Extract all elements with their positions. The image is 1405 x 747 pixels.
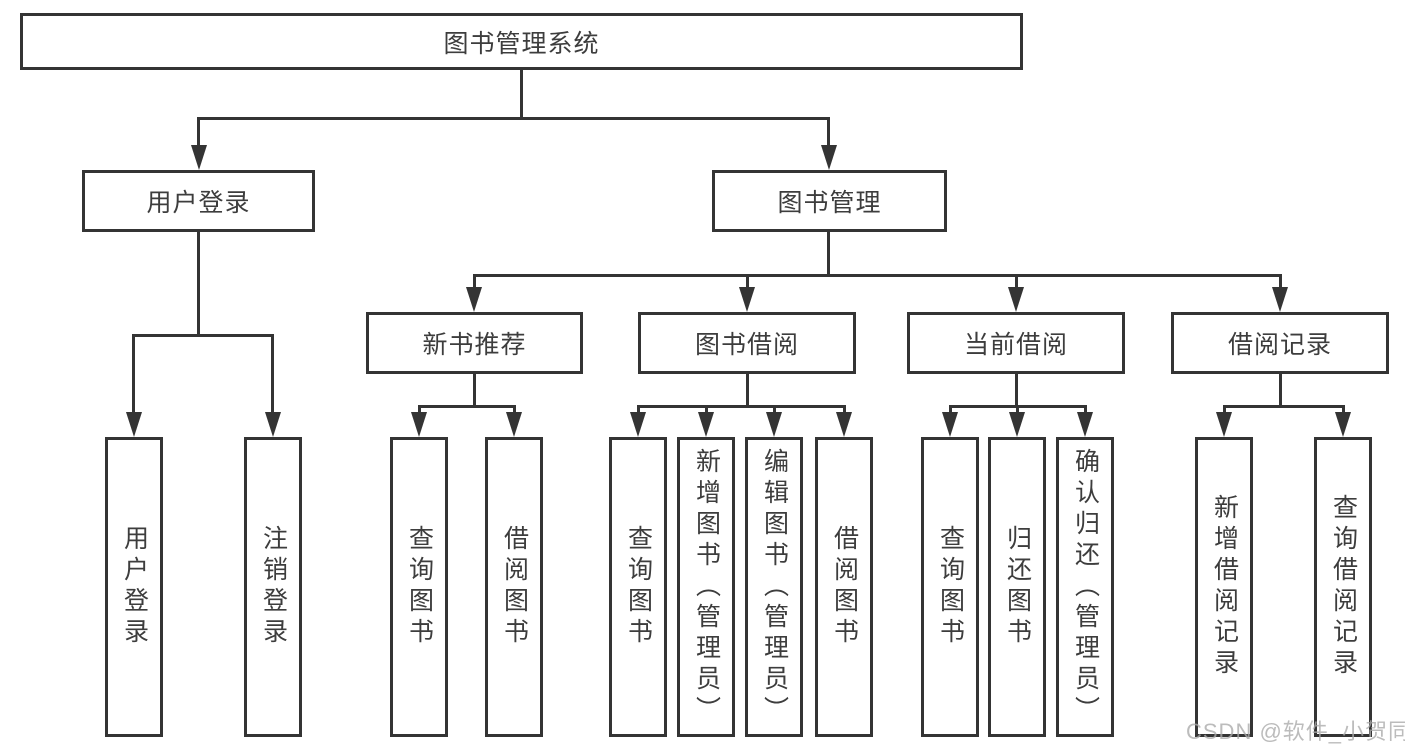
leaf-logout-label: 注销登录 [259, 525, 288, 649]
connector-g3-c1-stem [637, 405, 640, 413]
connector-g2-hbar [418, 405, 516, 408]
leaf-add-borrow-record-label: 新增借阅记录 [1210, 494, 1239, 680]
arrowhead-g4-c3 [1077, 412, 1093, 437]
arrowhead-g4-c2 [1009, 412, 1025, 437]
connector-g5-c1-stem [1223, 405, 1226, 413]
leaf-query-borrow-record-label: 查询借阅记录 [1329, 494, 1358, 680]
leaf-borrow-books-borrow: 借阅图书 [815, 437, 873, 737]
connector-root-hbar [197, 117, 830, 120]
node-new-book-recommend-label: 新书推荐 [422, 331, 527, 359]
connector-leaf-userlogin-stem [132, 334, 135, 413]
connector-g2-down [473, 374, 476, 406]
connector-g4-c2-stem [1016, 405, 1019, 413]
node-user-login-label: 用户登录 [146, 189, 251, 217]
leaf-add-book-admin: 新增图书（管理员） [677, 437, 735, 737]
node-user-login: 用户登录 [82, 170, 315, 232]
leaf-query-books-current-label: 查询图书 [936, 525, 965, 649]
node-book-management-label: 图书管理 [777, 189, 882, 217]
arrowhead-newbook [466, 287, 482, 312]
leaf-user-login: 用户登录 [105, 437, 163, 737]
node-book-management: 图书管理 [712, 170, 947, 232]
node-new-book-recommend: 新书推荐 [366, 312, 583, 374]
connector-g3-c4-stem [843, 405, 846, 413]
leaf-return-book-label: 归还图书 [1003, 525, 1032, 649]
arrowhead-g3-c3 [766, 412, 782, 437]
arrowhead-g2-c2 [506, 412, 522, 437]
connector-g3-hbar [637, 405, 846, 408]
leaf-query-books-borrow-label: 查询图书 [624, 525, 653, 649]
leaf-borrow-books-recommend-label: 借阅图书 [500, 525, 529, 649]
connector-g5-c2-stem [1342, 405, 1345, 413]
leaf-borrow-books-borrow-label: 借阅图书 [830, 525, 859, 649]
connector-leaf-logout-stem [271, 334, 274, 413]
connector-userlogin-down [197, 232, 200, 335]
connector-g4-down [1015, 374, 1018, 406]
arrowhead-bookborrow [739, 287, 755, 312]
csdn-watermark: CSDN @软件_小贺同学 [1186, 719, 1405, 744]
connector-g2-c2-stem [513, 405, 516, 413]
connector-bookmgmt-down [827, 232, 830, 275]
connector-currentborrow-stem [1015, 274, 1018, 288]
connector-userlogin-hbar [132, 334, 274, 337]
connector-root-stem [520, 70, 523, 118]
connector-g3-c3-stem [773, 405, 776, 413]
arrowhead-borrowrecords [1272, 287, 1288, 312]
node-book-borrow: 图书借阅 [638, 312, 856, 374]
leaf-user-login-label: 用户登录 [120, 525, 149, 649]
node-current-borrow-label: 当前借阅 [963, 331, 1068, 359]
connector-bookmgmt-stem [827, 117, 830, 147]
connector-borrowrecords-stem [1279, 274, 1282, 288]
leaf-confirm-return-admin-label: 确认归还（管理员） [1071, 447, 1100, 727]
connector-newbook-stem [473, 274, 476, 288]
leaf-borrow-books-recommend: 借阅图书 [485, 437, 543, 737]
node-borrow-records: 借阅记录 [1171, 312, 1389, 374]
connector-g3-down [746, 374, 749, 406]
node-borrow-records-label: 借阅记录 [1227, 331, 1332, 359]
connector-level3-hbar [473, 274, 1282, 277]
connector-g5-down [1279, 374, 1282, 406]
arrowhead-g2-c1 [411, 412, 427, 437]
leaf-logout: 注销登录 [244, 437, 302, 737]
connector-g5-hbar [1223, 405, 1345, 408]
node-root: 图书管理系统 [20, 13, 1023, 70]
leaf-query-books-recommend: 查询图书 [390, 437, 448, 737]
leaf-add-borrow-record: 新增借阅记录 [1195, 437, 1253, 737]
connector-g4-c3-stem [1084, 405, 1087, 413]
arrowhead-g3-c4 [836, 412, 852, 437]
leaf-query-books-borrow: 查询图书 [609, 437, 667, 737]
leaf-confirm-return-admin: 确认归还（管理员） [1056, 437, 1114, 737]
arrowhead-currentborrow [1008, 287, 1024, 312]
leaf-query-books-recommend-label: 查询图书 [405, 525, 434, 649]
arrowhead-g4-c1 [942, 412, 958, 437]
arrowhead-bookmgmt [821, 145, 837, 170]
connector-userlogin-stem [197, 117, 200, 147]
connector-g4-c1-stem [949, 405, 952, 413]
leaf-add-book-admin-label: 新增图书（管理员） [692, 447, 721, 727]
arrowhead-g3-c2 [698, 412, 714, 437]
arrowhead-g3-c1 [630, 412, 646, 437]
arrowhead-userlogin [191, 145, 207, 170]
arrowhead-leaf-logout [265, 412, 281, 437]
node-book-borrow-label: 图书借阅 [694, 331, 799, 359]
connector-g3-c2-stem [705, 405, 708, 413]
connector-g2-c1-stem [418, 405, 421, 413]
node-root-label: 图书管理系统 [443, 29, 600, 58]
arrowhead-g5-c2 [1335, 412, 1351, 437]
leaf-return-book: 归还图书 [988, 437, 1046, 737]
leaf-edit-book-admin: 编辑图书（管理员） [745, 437, 803, 737]
leaf-query-borrow-record: 查询借阅记录 [1314, 437, 1372, 737]
arrowhead-leaf-userlogin [126, 412, 142, 437]
connector-bookborrow-stem [746, 274, 749, 288]
leaf-edit-book-admin-label: 编辑图书（管理员） [760, 447, 789, 727]
arrowhead-g5-c1 [1216, 412, 1232, 437]
leaf-query-books-current: 查询图书 [921, 437, 979, 737]
node-current-borrow: 当前借阅 [907, 312, 1125, 374]
